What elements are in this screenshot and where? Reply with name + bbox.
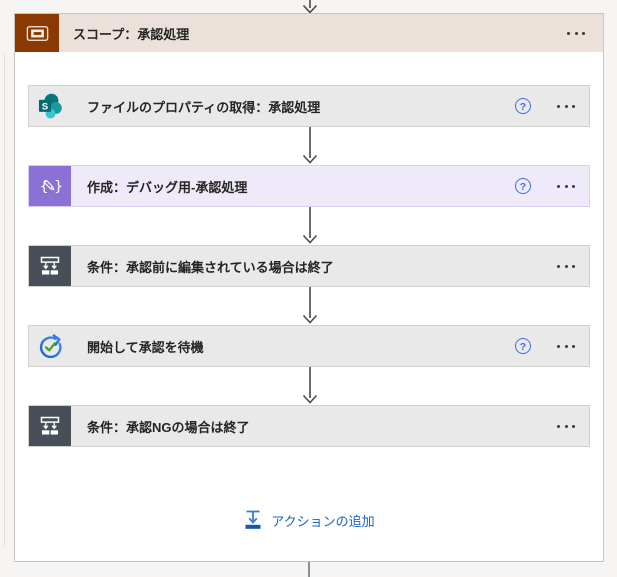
outgoing-connector-line bbox=[308, 562, 310, 577]
condition-icon bbox=[29, 246, 71, 286]
action-card-condition-edited-before-approval[interactable]: 条件：承認前に編集されている場合は終了 bbox=[28, 245, 590, 287]
approvals-icon bbox=[29, 326, 71, 366]
action-card-condition-approval-ng[interactable]: 条件：承認NGの場合は終了 bbox=[28, 405, 590, 447]
svg-text:S: S bbox=[41, 101, 48, 112]
outer-container-edge bbox=[4, 53, 5, 547]
action-title: 条件：承認前に編集されている場合は終了 bbox=[87, 259, 334, 275]
scope-icon bbox=[15, 14, 59, 52]
scope-title: スコープ：承認処理 bbox=[73, 26, 190, 42]
action-card-start-and-wait-approval[interactable]: 開始して承認を待機 ? bbox=[28, 325, 590, 367]
incoming-connector-arrow-icon bbox=[302, 0, 318, 14]
scope-header[interactable]: スコープ：承認処理 bbox=[15, 14, 603, 52]
add-action-label: アクションの追加 bbox=[271, 513, 375, 529]
compose-icon: { } bbox=[29, 166, 71, 206]
connector-arrow-icon bbox=[302, 367, 318, 404]
scope-body: S ファイルのプロパティの取得：承認処理 ? { } bbox=[15, 52, 603, 561]
more-menu-button[interactable] bbox=[555, 421, 577, 432]
more-menu-button[interactable] bbox=[555, 261, 577, 272]
svg-text:}: } bbox=[54, 179, 63, 195]
add-action-row: アクションの追加 bbox=[15, 505, 603, 535]
action-title: 開始して承認を待機 bbox=[87, 339, 204, 355]
more-menu-button[interactable] bbox=[555, 181, 577, 192]
connector-arrow-icon bbox=[302, 287, 318, 324]
condition-icon bbox=[29, 406, 71, 446]
svg-text:{: { bbox=[40, 179, 49, 195]
action-title: 作成：デバッグ用-承認処理 bbox=[87, 179, 248, 195]
action-title: 条件：承認NGの場合は終了 bbox=[87, 419, 250, 435]
connector-arrow-icon bbox=[302, 127, 318, 164]
sharepoint-icon: S bbox=[29, 86, 71, 126]
help-icon[interactable]: ? bbox=[515, 98, 531, 114]
scope-card: スコープ：承認処理 S ファイルのプロパティの取得：承認処理 ? bbox=[14, 13, 604, 562]
action-title: ファイルのプロパティの取得：承認処理 bbox=[87, 99, 321, 115]
more-menu-button[interactable] bbox=[555, 341, 577, 352]
help-icon[interactable]: ? bbox=[515, 338, 531, 354]
action-card-get-file-properties[interactable]: S ファイルのプロパティの取得：承認処理 ? bbox=[28, 85, 590, 127]
action-card-compose[interactable]: { } 作成：デバッグ用-承認処理 ? bbox=[28, 165, 590, 207]
add-action-icon bbox=[245, 510, 261, 529]
connector-arrow-icon bbox=[302, 207, 318, 244]
more-menu-button[interactable] bbox=[555, 101, 577, 112]
more-menu-button[interactable] bbox=[565, 14, 587, 52]
add-action-button[interactable]: アクションの追加 bbox=[237, 505, 380, 535]
help-icon[interactable]: ? bbox=[515, 178, 531, 194]
